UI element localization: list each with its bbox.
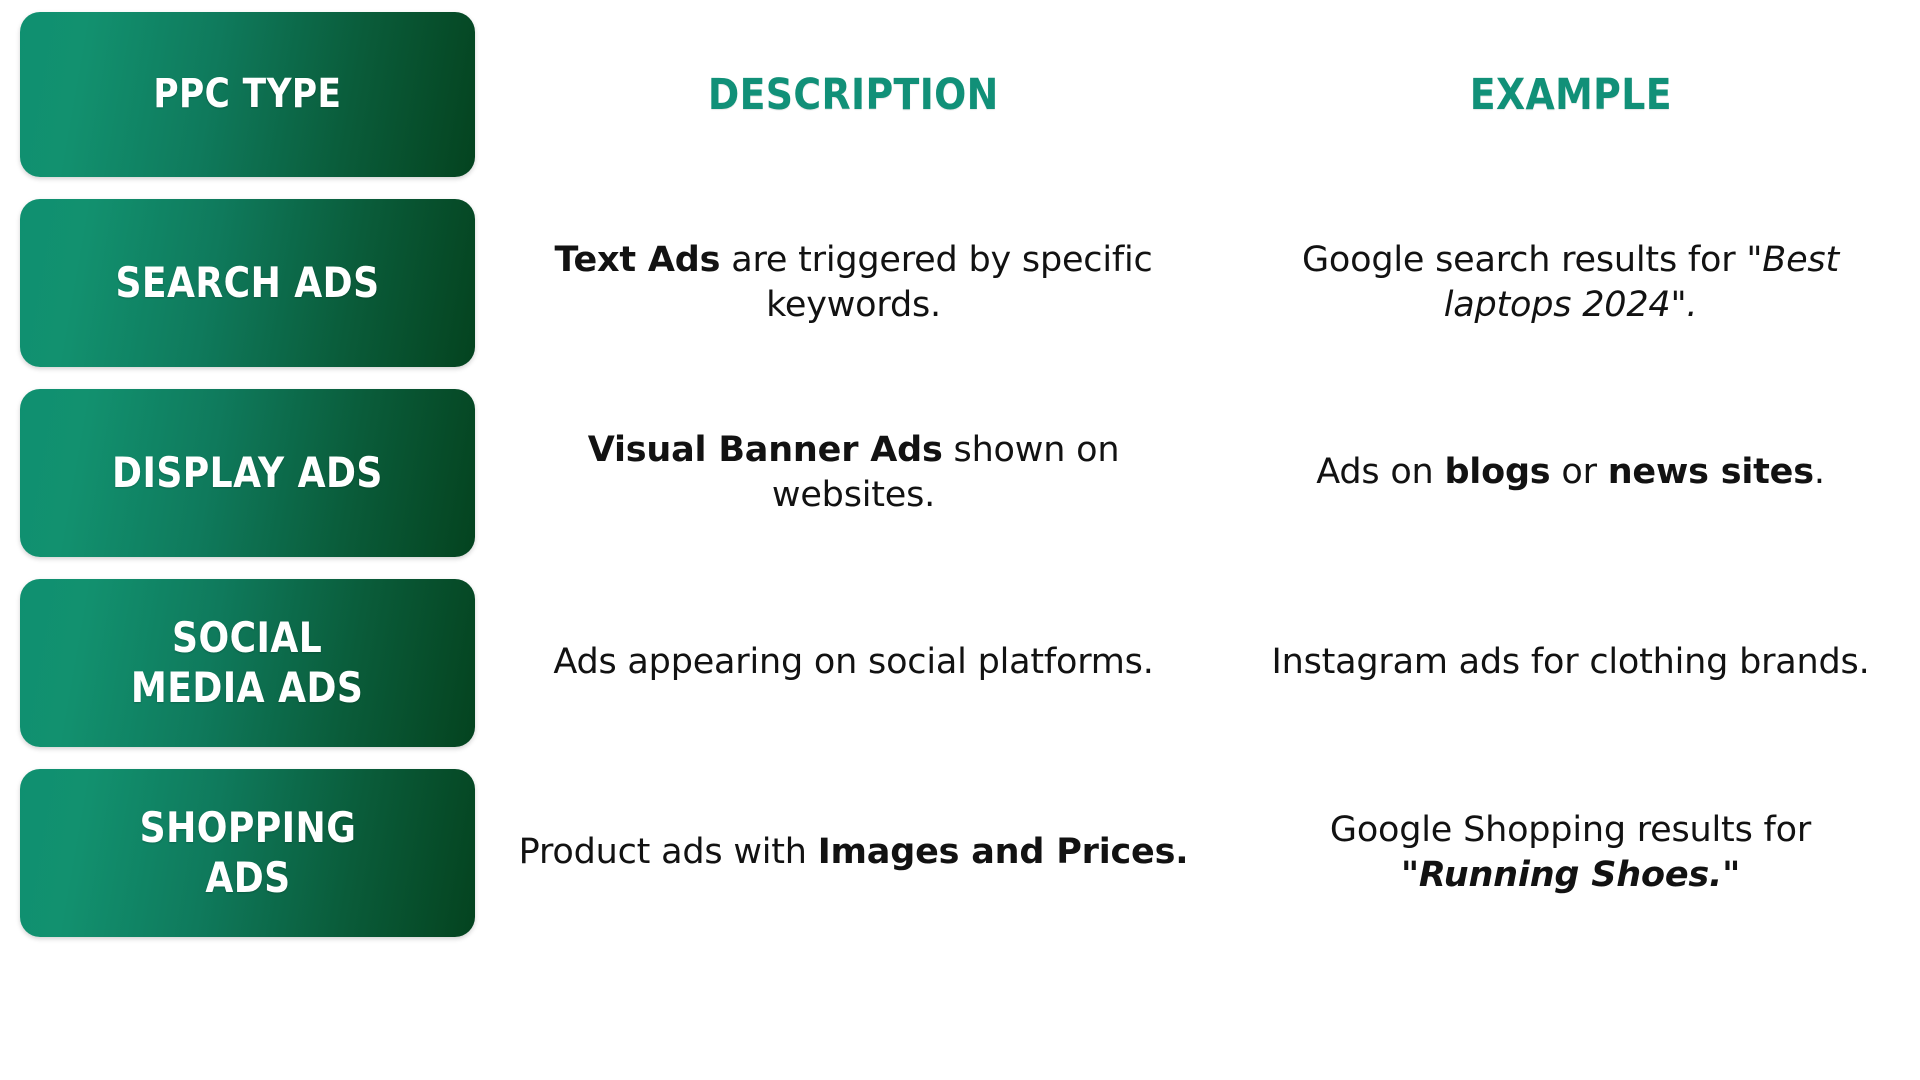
row-type-label: DISPLAY ADS [112, 448, 383, 498]
row-example-text: Google Shopping results for "Running Sho… [1329, 809, 1812, 896]
row-description-cell-display-ads: Visual Banner Ads shown on websites. [497, 389, 1210, 557]
table-header-row: PPC TYPE DESCRIPTION EXAMPLE [20, 12, 1898, 177]
header-cell-example: EXAMPLE [1243, 12, 1898, 177]
header-label-ppc-type: PPC TYPE [153, 70, 342, 117]
row-description-cell-shopping-ads: Product ads with Images and Prices. [497, 769, 1210, 937]
table-row: SOCIAL MEDIA ADS Ads appearing on social… [20, 579, 1898, 747]
row-type-cell-search-ads: SEARCH ADS [20, 199, 475, 367]
row-example-cell-shopping-ads: Google Shopping results for "Running Sho… [1243, 769, 1898, 937]
row-type-label-line2: MEDIA ADS [131, 663, 364, 712]
row-type-label: SHOPPING ADS [139, 803, 356, 902]
row-example-text: Instagram ads for clothing brands. [1271, 642, 1870, 683]
row-example-cell-display-ads: Ads on blogs or news sites. [1243, 389, 1898, 557]
table-row: SHOPPING ADS Product ads with Images and… [20, 769, 1898, 937]
row-example-text: Google search results for "Best laptops … [1302, 239, 1839, 326]
row-description-text: Text Ads are triggered by specific keywo… [554, 239, 1153, 326]
row-description-cell-social-media-ads: Ads appearing on social platforms. [497, 579, 1210, 747]
header-label-example: EXAMPLE [1469, 69, 1672, 120]
header-label-description: DESCRIPTION [708, 69, 999, 120]
row-type-label: SEARCH ADS [115, 258, 380, 308]
row-type-label-line2: ADS [204, 853, 291, 902]
row-example-cell-search-ads: Google search results for "Best laptops … [1243, 199, 1898, 367]
row-type-label-line1: SHOPPING [139, 803, 356, 853]
row-type-label-line1: SOCIAL [172, 613, 323, 663]
row-type-label: SOCIAL MEDIA ADS [131, 613, 363, 712]
row-description-text: Product ads with Images and Prices. [518, 832, 1189, 873]
row-description-text: Ads appearing on social platforms. [553, 642, 1154, 683]
header-cell-ppc-type: PPC TYPE [20, 12, 475, 177]
row-type-cell-social-media-ads: SOCIAL MEDIA ADS [20, 579, 475, 747]
row-description-text: Visual Banner Ads shown on websites. [587, 429, 1120, 516]
table-row: SEARCH ADS Text Ads are triggered by spe… [20, 199, 1898, 367]
table-row: DISPLAY ADS Visual Banner Ads shown on w… [20, 389, 1898, 557]
header-cell-description: DESCRIPTION [497, 12, 1210, 177]
row-type-cell-shopping-ads: SHOPPING ADS [20, 769, 475, 937]
row-example-cell-social-media-ads: Instagram ads for clothing brands. [1243, 579, 1898, 747]
row-description-cell-search-ads: Text Ads are triggered by specific keywo… [497, 199, 1210, 367]
row-example-text: Ads on blogs or news sites. [1316, 452, 1825, 493]
row-type-cell-display-ads: DISPLAY ADS [20, 389, 475, 557]
